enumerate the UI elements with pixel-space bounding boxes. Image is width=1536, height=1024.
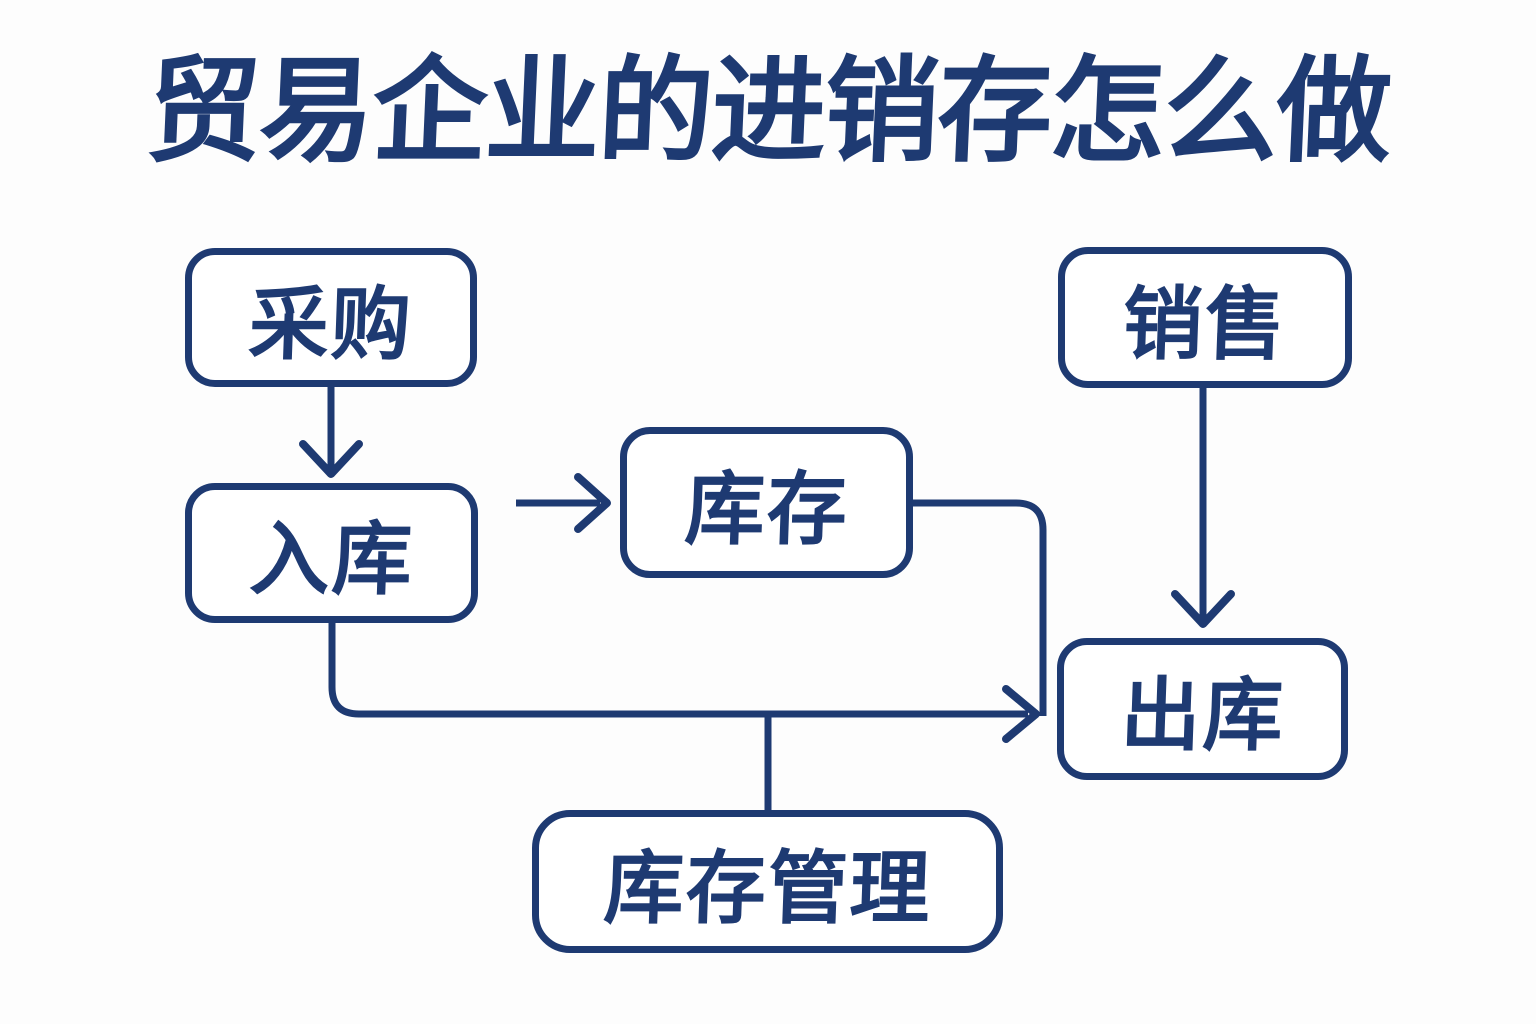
- arrowhead-caigou-to-ruku-icon: [299, 440, 363, 478]
- arrowhead-ruku-to-chuku-icon: [1002, 685, 1040, 743]
- node-outbound: 出库: [1057, 638, 1348, 780]
- node-inventory-management-label: 库存管理: [601, 841, 933, 935]
- node-purchasing-label: 采购: [247, 277, 415, 371]
- edge-ruku-to-chuku: [328, 623, 1028, 718]
- node-inventory-label: 库存: [682, 462, 850, 556]
- node-sales-label: 销售: [1121, 277, 1289, 371]
- node-sales: 销售: [1058, 247, 1352, 388]
- node-outbound-label: 出库: [1118, 669, 1286, 762]
- node-inbound: 入库: [185, 483, 478, 623]
- edge-kucun-to-chuku: [913, 499, 1047, 716]
- node-inventory: 库存: [620, 427, 913, 578]
- arrowhead-xiaoshou-to-chuku-icon: [1171, 590, 1235, 628]
- node-inventory-management: 库存管理: [532, 810, 1003, 953]
- node-inbound-label: 入库: [247, 513, 415, 606]
- node-purchasing: 采购: [185, 248, 477, 387]
- arrowhead-ruku-to-kucun-icon: [574, 473, 611, 533]
